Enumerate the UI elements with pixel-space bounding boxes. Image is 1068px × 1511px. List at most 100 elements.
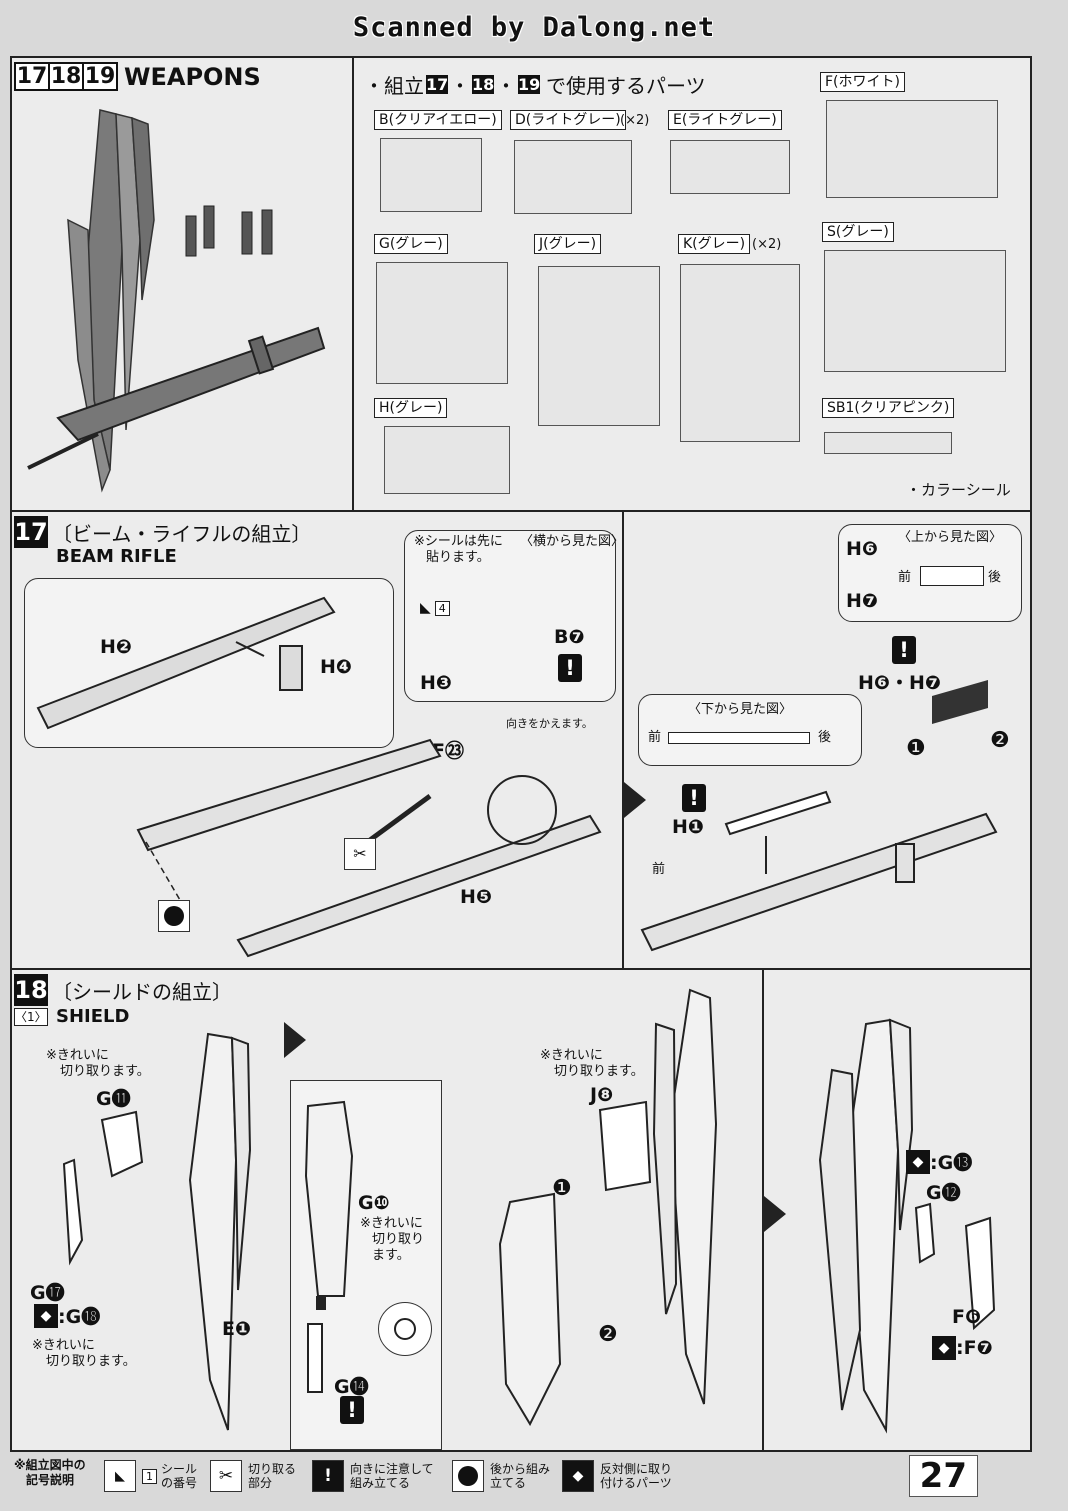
- part-h6-top: H❻: [846, 538, 878, 560]
- shield-illustration-3: [818, 1018, 996, 1434]
- runner-label-h: H(グレー): [374, 398, 448, 418]
- runner-h-sprue: [384, 426, 510, 494]
- step18-title-en: SHIELD: [56, 1006, 130, 1027]
- part-h2: H❷: [100, 636, 132, 658]
- sticker-number: 4: [434, 600, 450, 616]
- hole-icon: [394, 1318, 416, 1340]
- assemble-later-icon: [452, 1460, 484, 1492]
- sticker-icon: ◣: [104, 1460, 136, 1492]
- parts-list-heading: ・組立 17 ・ 18 ・ 19 で使用するパーツ: [364, 70, 706, 99]
- runner-f-sprue: [826, 100, 998, 198]
- change-direction-note: 向きをかえます。: [506, 717, 593, 730]
- color-sticker-label: ・カラーシール: [906, 481, 1011, 499]
- clean-cut-note: ※きれいに: [540, 1048, 603, 1063]
- grip-illustration: [304, 1100, 354, 1393]
- part-e1: E❶: [222, 1318, 252, 1340]
- part-h4: H❹: [320, 656, 352, 678]
- runner-b-sprue: [380, 138, 482, 212]
- sticker-note-2: 貼ります。: [426, 550, 490, 565]
- part-f6: F❻: [952, 1306, 982, 1328]
- order-1: ❶: [906, 736, 926, 761]
- side-view-label: 〈横から見た図〉: [520, 534, 625, 549]
- clean-cut-note: 切り取ります。: [554, 1064, 644, 1079]
- legend-title-1: ※組立図中の: [14, 1458, 86, 1472]
- sticker-indicator: ◣ 4: [420, 600, 450, 616]
- clean-cut-note: 切り取ります。: [60, 1064, 150, 1079]
- parts-heading-prefix: ・組立: [364, 74, 424, 98]
- runner-label-d: D(ライトグレー): [510, 110, 626, 130]
- scan-credit: Scanned by Dalong.net: [352, 12, 716, 43]
- sticker-number: 1: [142, 1468, 157, 1484]
- step18-sub: 〈1〉: [14, 1008, 48, 1026]
- clean-cut-note: ※きれいに: [46, 1048, 109, 1063]
- clean-cut-note: ※きれいに: [32, 1338, 95, 1353]
- step-number: 17: [426, 75, 449, 94]
- part-f7: :F❼: [956, 1337, 993, 1359]
- clean-cut-note: 切り取り: [372, 1232, 425, 1247]
- cut-icon: ✂: [210, 1460, 242, 1492]
- part-h7-top: H❼: [846, 590, 878, 612]
- mirror-part-indicator: ◆ :F❼: [932, 1336, 993, 1360]
- runner-j-sprue: [538, 266, 660, 426]
- step18-number: 18: [14, 974, 48, 1006]
- order-2: ❷: [990, 728, 1010, 753]
- legend-text: 切り取る部分: [248, 1462, 297, 1490]
- step17-title-en: BEAM RIFLE: [56, 546, 177, 567]
- order-1: ❶: [552, 1176, 572, 1201]
- runner-d-sprue: [514, 140, 632, 214]
- shield-illustration-2: [498, 988, 718, 1427]
- shield-illustration-1: [62, 1032, 252, 1431]
- next-step-arrow: [624, 782, 646, 818]
- order-2: ❷: [598, 1322, 618, 1347]
- parts-heading-suffix: で使用するパーツ: [546, 74, 706, 98]
- legend-item-mirror: ◆ 反対側に取り付けるパーツ: [562, 1456, 680, 1496]
- runner-label-sb1: SB1(クリアピンク): [822, 398, 955, 418]
- part-g12: G⓬: [926, 1182, 961, 1204]
- legend-text: 向きに注意して組み立てる: [350, 1462, 434, 1490]
- part-h5: H❺: [460, 886, 492, 908]
- runner-g-sprue: [376, 262, 508, 384]
- mirror-part-icon: ◆: [932, 1336, 956, 1360]
- warning-icon: !: [312, 1460, 344, 1492]
- step18-title-jp: 〔シールドの組立〕: [52, 980, 232, 1004]
- warning-icon: !: [682, 784, 706, 812]
- bottom-view-bubble: [638, 694, 862, 766]
- top-view-label: 〈上から見た図〉: [898, 530, 1003, 545]
- legend-item-warning: ! 向きに注意して組み立てる: [312, 1456, 442, 1496]
- runner-s-sprue: [824, 250, 1006, 372]
- step-number: 19: [518, 75, 541, 94]
- divider-middle: [12, 968, 1030, 970]
- divider-step18-vertical: [762, 970, 764, 1450]
- step17-title-jp: 〔ビーム・ライフルの組立〕: [52, 522, 312, 546]
- legend-item-cut: ✂ 切り取る部分: [210, 1456, 302, 1496]
- sticker-icon: ◣: [420, 600, 431, 616]
- assemble-later-icon: [158, 900, 190, 932]
- runner-k-sprue: [680, 264, 800, 442]
- sticker-note-1: ※シールは先に: [414, 534, 503, 549]
- rifle-final-illustration: [640, 790, 998, 952]
- runner-label-g: G(グレー): [374, 234, 448, 254]
- legend-text: 後から組み立てる: [490, 1462, 551, 1490]
- step17-number: 17: [14, 516, 48, 548]
- part-h1: H❶: [672, 816, 704, 838]
- runner-label-e: E(ライトグレー): [668, 110, 782, 130]
- mirror-part-icon: ◆: [34, 1303, 58, 1328]
- cut-icon: ✂: [344, 838, 376, 870]
- page-number: 27: [908, 1455, 978, 1497]
- bottom-view-label: 〈下から見た図〉: [688, 702, 793, 717]
- runner-label-k: K(グレー): [678, 234, 751, 254]
- runner-label-j: J(グレー): [534, 234, 602, 254]
- legend-title-2: 記号説明: [26, 1473, 75, 1487]
- h6-h7-top-shape: [920, 566, 984, 586]
- mirror-part-icon: ◆: [906, 1149, 930, 1174]
- part-g10: G❿: [358, 1192, 390, 1214]
- legend-text: シールの番号: [161, 1462, 198, 1490]
- part-g11: G⓫: [96, 1088, 131, 1110]
- weapons-illustration: [27, 109, 326, 493]
- part-g18: :G⓲: [58, 1306, 101, 1328]
- next-step-arrow: [764, 1196, 786, 1232]
- runner-label-b: B(クリアイエロー): [374, 110, 502, 130]
- rifle-body-illustration: [36, 596, 336, 730]
- front-arrow-label: 前: [652, 862, 666, 877]
- part-g14: G⓮: [334, 1376, 369, 1398]
